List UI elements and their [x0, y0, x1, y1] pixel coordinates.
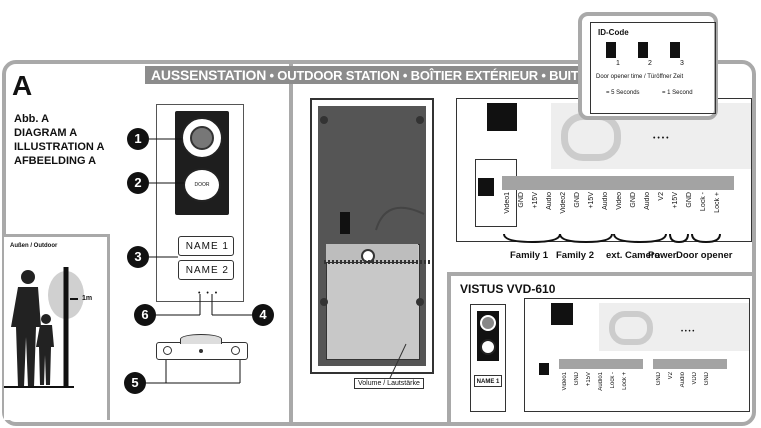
height-label: 1m — [82, 295, 93, 302]
rain-cover-top-view — [156, 342, 248, 360]
terminal-label: +15V — [532, 192, 539, 209]
section-divider — [289, 64, 293, 422]
model-outdoor-station: NAME 1 — [470, 304, 506, 412]
model-terminals-left: Video1 GND +15V Audio1 Lock - Lock + — [562, 372, 652, 408]
camera-lens-icon — [181, 117, 223, 159]
terminal-label: Lock + — [714, 192, 721, 213]
callout-5: 5 — [124, 372, 146, 394]
caption-line: DIAGRAM A — [14, 127, 78, 139]
terminal-label: +15V — [586, 372, 592, 387]
callout-4: 4 — [252, 304, 274, 326]
terminal-label: GND — [574, 192, 581, 208]
door-time-1s: = 1 Second — [662, 90, 693, 96]
terminal-label: GND — [518, 192, 525, 208]
caption-line: ILLUSTRATION A — [14, 141, 105, 153]
right-lower-divider — [447, 272, 753, 276]
terminal-label: Lock - — [610, 372, 616, 389]
terminal-label: Audio — [546, 192, 553, 210]
volume-label: Volume / Lautstärke — [354, 378, 424, 389]
terminal-label: VDD — [692, 372, 698, 385]
dip-id-2-icon — [638, 42, 648, 58]
dip-id-1: 1 — [616, 60, 620, 67]
terminal-label: Video — [616, 192, 623, 210]
back-wires — [320, 116, 432, 306]
terminal-label: V2 — [668, 372, 674, 380]
door-bell-button[interactable]: DOOR — [183, 168, 221, 202]
terminal-label: Lock - — [700, 192, 707, 212]
volume-leader-line — [389, 343, 407, 379]
group-power: Power — [648, 250, 677, 261]
station-back-housing — [310, 98, 434, 374]
terminal-label: Video1 — [562, 372, 568, 391]
name-button-2[interactable]: NAME 2 — [178, 260, 234, 280]
callout-3: 3 — [127, 246, 149, 268]
id-code-title: ID-Code — [598, 28, 629, 37]
dip-callout-box: ID-Code 1 2 3 Door opener time / Türöffn… — [578, 12, 718, 120]
dip-id-1-icon — [606, 42, 616, 58]
terminal-group-brackets — [503, 233, 721, 244]
terminal-label: Audio — [602, 192, 609, 210]
dip-switch-small-icon — [478, 178, 494, 196]
terminal-label: Video2 — [560, 192, 567, 214]
mounting-height-inset: Außen / Outdoor 1m — [4, 234, 110, 420]
group-ext-camera: ext. Camera — [606, 250, 660, 261]
section-letter: A — [12, 70, 33, 101]
terminal-label: GND — [656, 372, 662, 386]
microphone-holes: • • • — [198, 290, 220, 297]
caption-line: AFBEELDING A — [14, 155, 97, 167]
dip-id-2: 2 — [648, 60, 652, 67]
terminal-labels: Video1 GND +15V Audio Video2 GND +15V Au… — [504, 192, 736, 232]
caption-line: Abb. A — [14, 113, 50, 125]
name-button-1[interactable]: NAME 1 — [178, 236, 234, 256]
outdoor-station-banner: AUSSENSTATION • OUTDOOR STATION • BOÎTIE… — [145, 66, 657, 84]
callout-1: 1 — [127, 128, 149, 150]
terminal-label: Audio1 — [598, 372, 604, 391]
terminal-label: Lock + — [622, 372, 628, 390]
terminal-block — [502, 176, 734, 228]
dip-id-3: 3 — [680, 60, 684, 67]
terminal-label: +15V — [672, 192, 679, 209]
door-time-5s: = 5 Seconds — [606, 90, 640, 96]
group-family-1: Family 1 — [510, 250, 549, 261]
terminal-label: Audio — [680, 372, 686, 388]
callout-leader-lines — [146, 138, 252, 384]
rain-cover-dome — [180, 334, 222, 344]
outdoor-label: Außen / Outdoor — [10, 243, 58, 249]
person-silhouette-icon — [4, 267, 84, 388]
group-family-2: Family 2 — [556, 250, 595, 261]
callout-2: 2 — [127, 172, 149, 194]
right-lower-vertical — [447, 272, 451, 422]
diagram-caption: Abb. A DIAGRAM A ILLUSTRATION A AFBEELDI… — [14, 112, 104, 168]
door-time-title: Door opener time / Türöffner Zeit — [596, 74, 684, 80]
group-door-opener: Door opener — [676, 250, 733, 261]
terminal-label: GND — [704, 372, 710, 386]
dip-id-3-icon — [670, 42, 680, 58]
terminal-label: +15V — [588, 192, 595, 209]
terminal-label: GND — [574, 372, 580, 386]
model-name-button: NAME 1 — [474, 375, 502, 387]
model-circuit-board: • • • • — [524, 298, 750, 412]
terminal-label: GND — [686, 192, 693, 208]
terminal-label: GND — [630, 192, 637, 208]
callout-6: 6 — [134, 304, 156, 326]
terminal-label: Audio — [644, 192, 651, 210]
terminal-label: V2 — [658, 192, 665, 201]
model-terminals-right: GND V2 Audio VDD GND — [656, 372, 736, 408]
model-title: VISTUS VVD-610 — [460, 282, 556, 296]
terminal-label: Video1 — [504, 192, 511, 214]
